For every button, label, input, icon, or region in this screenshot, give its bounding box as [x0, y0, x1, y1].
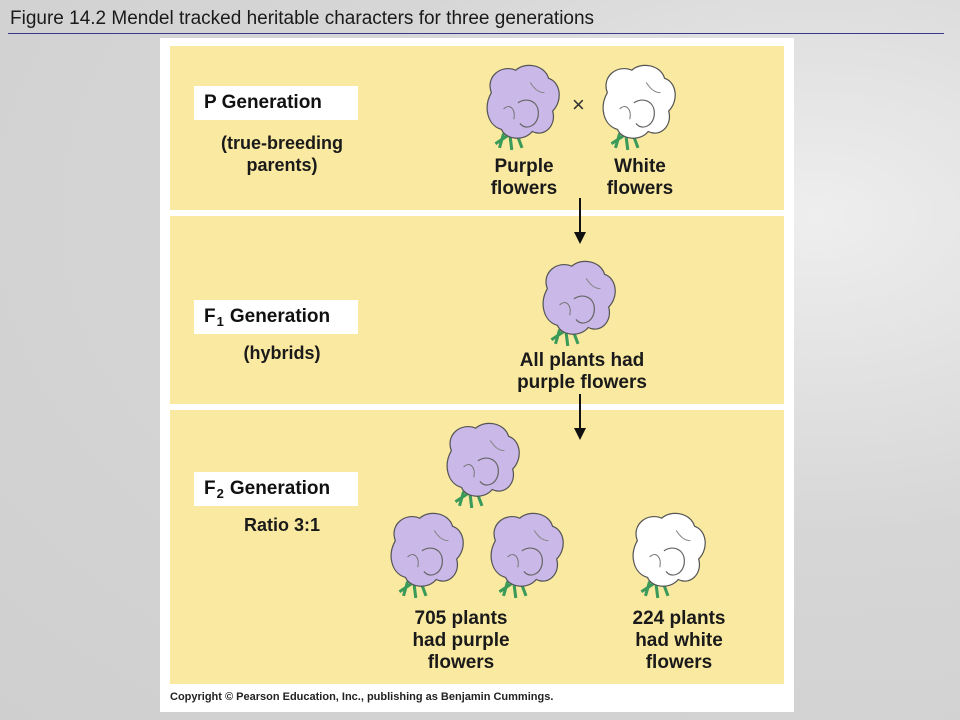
white-flower-icon	[596, 62, 680, 154]
arrow-down-icon	[574, 394, 586, 440]
purple-flower-icon	[384, 510, 468, 602]
f2-white-caption: 224 plants had white flowers	[632, 608, 726, 673]
purple-flowers-caption: Purple flowers	[490, 156, 558, 199]
f1-caption: All plants had purple flowers	[517, 350, 647, 393]
title-underline	[8, 33, 944, 34]
p-generation-panel: P Generation (true-breeding parents) × P…	[170, 46, 784, 210]
purple-flower-icon	[484, 510, 568, 602]
purple-flower-icon	[480, 62, 564, 154]
figure-area: P Generation (true-breeding parents) × P…	[160, 38, 794, 712]
purple-flower-icon	[440, 420, 524, 512]
copyright-notice: Copyright © Pearson Education, Inc., pub…	[170, 691, 554, 703]
cross-symbol: ×	[572, 92, 585, 117]
slide-title: Figure 14.2 Mendel tracked heritable cha…	[10, 8, 595, 29]
p-generation-description: (true-breeding parents)	[220, 133, 343, 175]
p-generation-label: P Generation	[194, 86, 358, 120]
f1-generation-description: (hybrids)	[243, 343, 321, 363]
f2-generation-description: Ratio 3:1	[243, 515, 321, 535]
white-flowers-caption: White flowers	[606, 156, 674, 199]
purple-flower-icon	[536, 258, 620, 350]
white-flower-icon	[626, 510, 710, 602]
arrow-down-icon	[574, 198, 586, 244]
f2-purple-caption: 705 plants had purple flowers	[412, 608, 510, 673]
